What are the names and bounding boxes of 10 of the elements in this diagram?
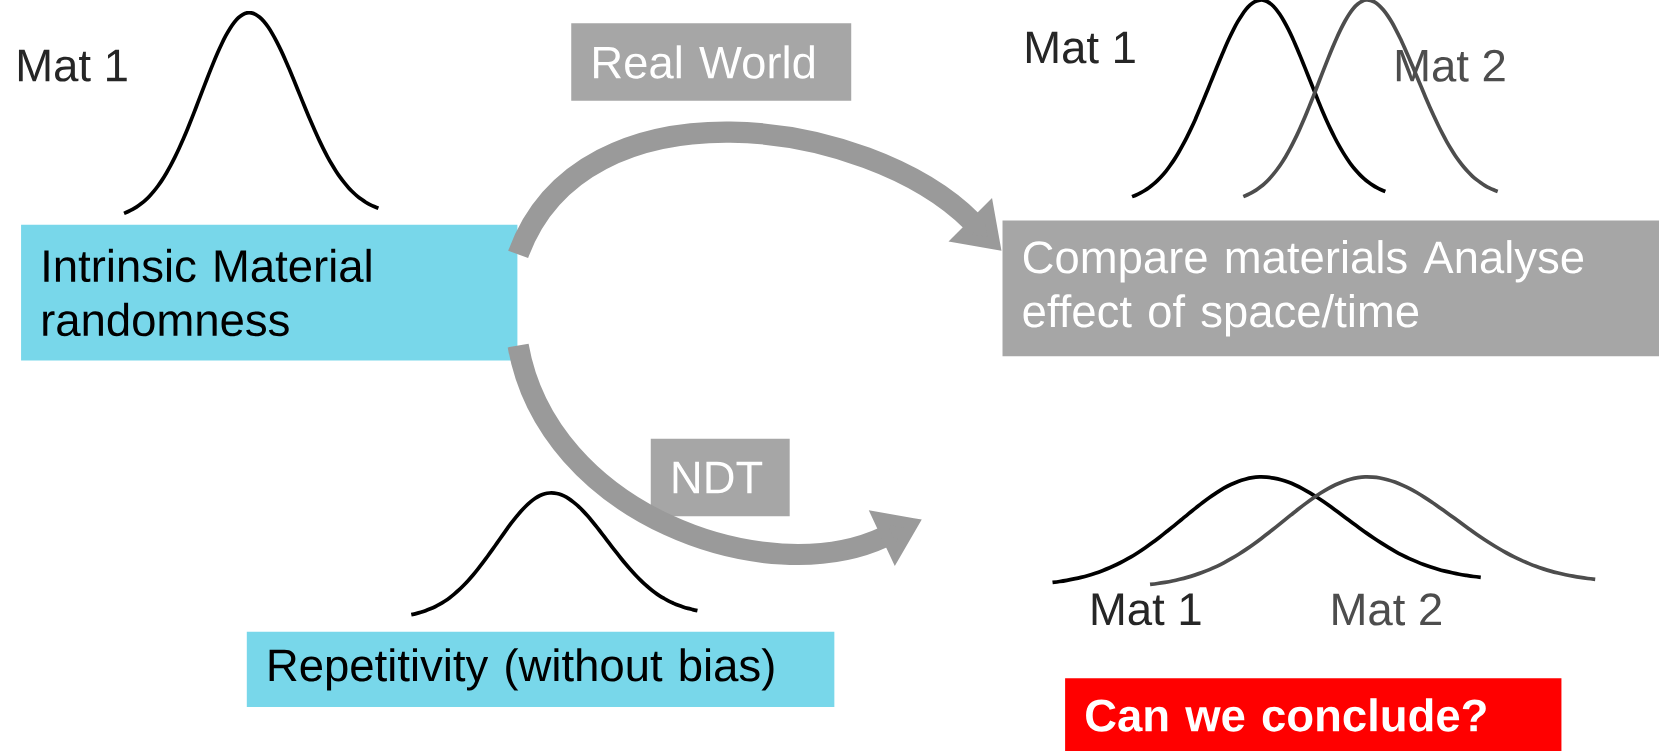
result-box: Compare materials Analyse effect of space/time — [1002, 220, 1659, 356]
curve-label: Mat 1 — [1092, 593, 1201, 626]
curve-label: Mat 1 — [18, 49, 127, 82]
process-box: Repetitivity (without bias) — [246, 631, 835, 707]
process-box: Intrinsic Material randomness — [21, 224, 518, 361]
tag-box: NDT — [650, 438, 790, 516]
curve-label: Mat 2 — [1333, 593, 1441, 626]
curve-label: Mat 1 — [1026, 31, 1135, 64]
tag-box: Real World — [571, 23, 852, 101]
question-box: Can we conclude? — [1065, 678, 1562, 751]
